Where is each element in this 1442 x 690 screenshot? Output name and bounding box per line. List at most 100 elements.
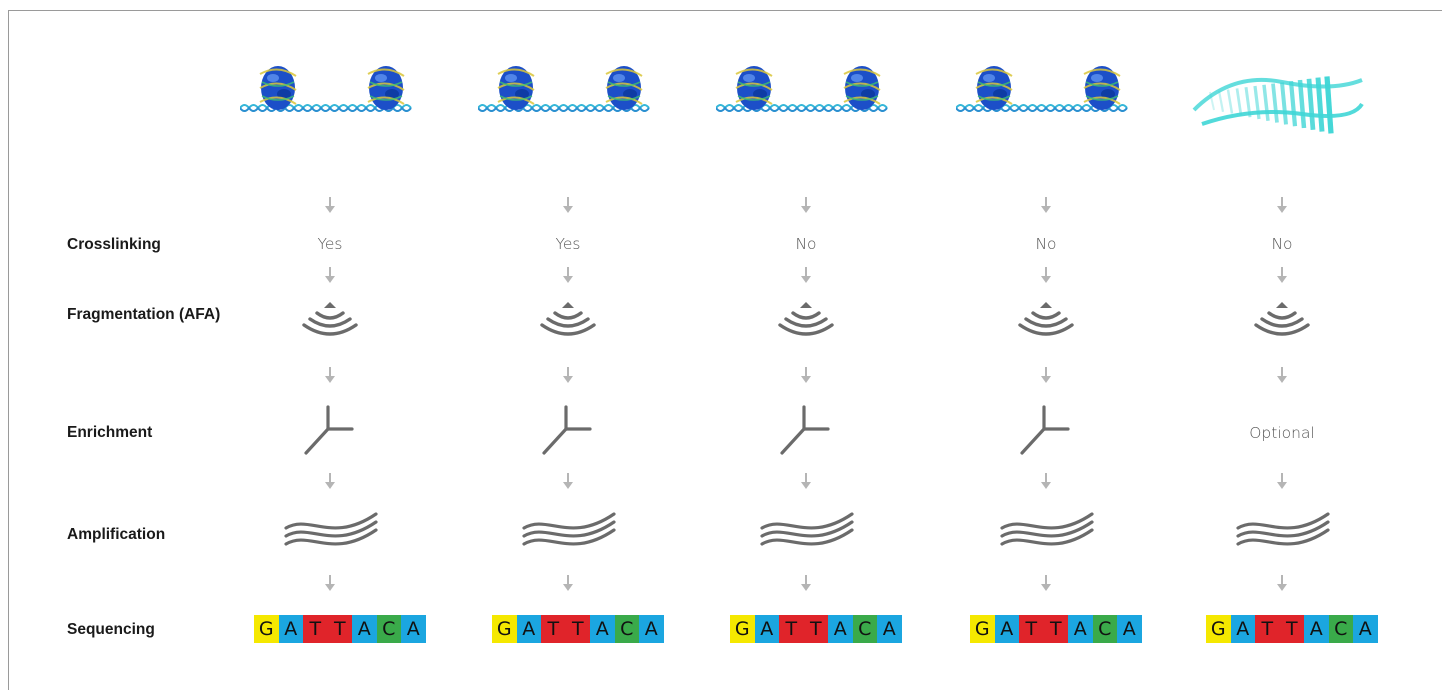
fragmentation-cell [776,294,836,348]
arrow-down-icon [563,575,573,591]
chromatin-nucleosome-image [239,66,412,112]
sequence-base: A [994,615,1019,643]
arrow-down-icon [1277,267,1287,283]
amplification-cell [760,512,856,560]
sequence-base: T [779,615,804,643]
flow-arrow [559,473,577,489]
sequence-base: A [401,615,426,643]
sequence-base: T [565,615,590,643]
sonication-waves-icon [540,302,596,336]
sonication-waves-icon [302,302,358,336]
arrow-down-icon [1277,197,1287,213]
flow-arrow [1273,575,1291,591]
arrow-down-icon [801,575,811,591]
enrichment-icon [542,405,592,455]
arrow-down-icon [563,473,573,489]
sample-image [1192,52,1372,138]
sample-image [955,60,1136,134]
flow-arrow [797,473,815,489]
crosslinking-value: No [1035,235,1057,253]
arrow-down-icon [1041,575,1051,591]
fragmentation-cell [1252,294,1312,348]
sequence-base: G [1206,615,1231,643]
enrichment-cell [1018,403,1074,463]
arrow-down-icon [325,575,335,591]
sequence-base: T [327,615,352,643]
flow-arrow [321,367,339,383]
sonication-waves-icon [1018,302,1074,336]
sequence-base: C [376,615,401,643]
sequence-base: A [828,615,853,643]
chromatin-nucleosome-image [715,66,888,112]
enrichment-icon [1020,405,1070,455]
sequence-base: G [254,615,279,643]
sequence-base: G [492,615,517,643]
arrow-down-icon [1277,575,1287,591]
flow-arrow [797,267,815,283]
crosslinking-value: No [1271,235,1293,253]
arrow-down-icon [1041,473,1051,489]
sequence-base: T [1043,615,1068,643]
enrichment-icon [304,405,354,455]
sequence-base: A [590,615,615,643]
flow-arrow [1273,473,1291,489]
sequence-base: G [730,615,755,643]
flow-arrow [559,575,577,591]
sequence-base: T [1255,615,1280,643]
flow-arrow [797,367,815,383]
row-label-amplification: Amplification [67,526,166,543]
flow-arrow [1273,267,1291,283]
arrow-down-icon [1041,267,1051,283]
flow-arrow [1037,267,1055,283]
dna-helix-image [1192,76,1364,134]
sonication-waves-icon [1254,302,1310,336]
flow-arrow [797,575,815,591]
arrow-down-icon [801,197,811,213]
sequence-base: T [541,615,566,643]
arrow-down-icon [801,367,811,383]
amplification-waves-icon [1236,512,1330,546]
amplification-cell [1000,512,1096,560]
enrichment-cell [540,403,596,463]
amplification-waves-icon [284,512,378,546]
chromatin-nucleosome-image [955,66,1128,112]
flow-arrow [1037,473,1055,489]
sequence-base: G [970,615,995,643]
sequence-base: A [516,615,541,643]
sequence-base: A [754,615,779,643]
enrichment-icon [780,405,830,455]
sample-image [239,60,420,134]
sequence-base: A [1117,615,1142,643]
sequence-base: C [1328,615,1353,643]
fragmentation-cell [538,294,598,348]
arrow-down-icon [325,197,335,213]
flow-arrow [559,267,577,283]
arrow-down-icon [1277,367,1287,383]
arrow-down-icon [1277,473,1287,489]
flow-arrow [1037,575,1055,591]
flow-arrow [1037,197,1055,213]
sequence-base: C [852,615,877,643]
flow-arrow [321,197,339,213]
row-label-fragmentation: Fragmentation (AFA) [67,306,221,323]
sequence-base: T [1019,615,1044,643]
crosslinking-value: Yes [555,235,581,253]
sequence-base: A [1353,615,1378,643]
sequence-base: A [639,615,664,643]
sample-image [715,60,896,134]
enrichment-cell [778,403,834,463]
flow-arrow [321,575,339,591]
sequence-base: T [803,615,828,643]
sonication-waves-icon [778,302,834,336]
fragmentation-cell [1016,294,1076,348]
arrow-down-icon [563,367,573,383]
arrow-down-icon [801,267,811,283]
crosslinking-value: Yes [317,235,343,253]
